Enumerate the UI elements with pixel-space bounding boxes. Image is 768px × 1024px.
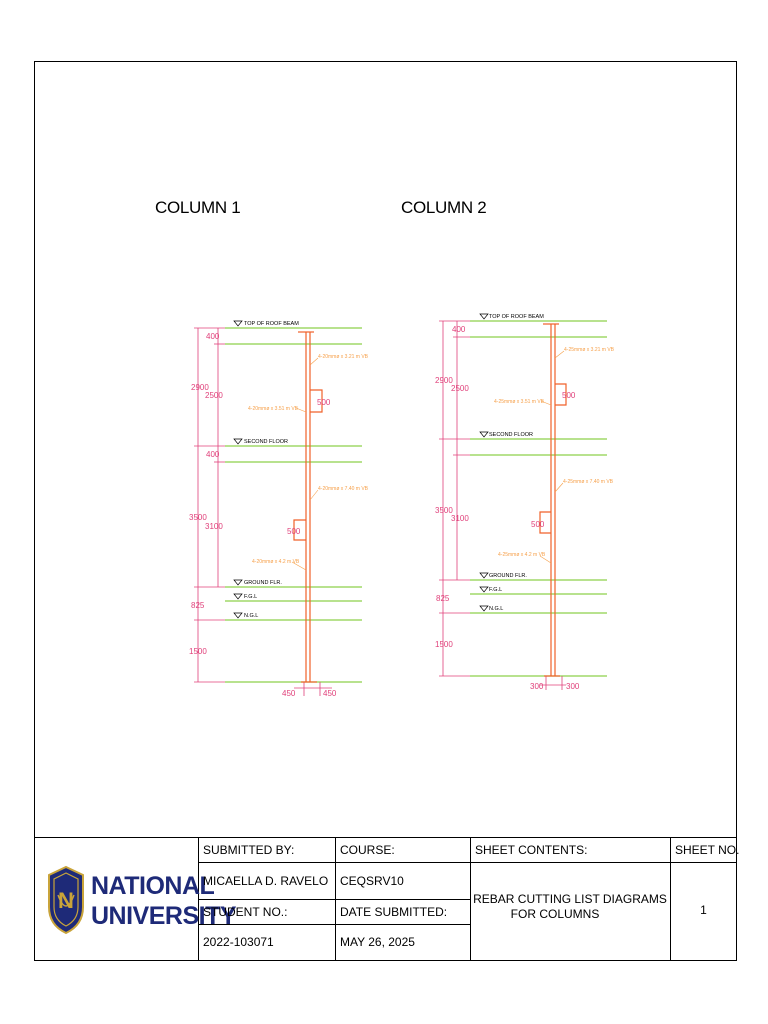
student-no-label: STUDENT NO.: bbox=[203, 905, 288, 919]
c2-bar-2: 4-25mmø x 3.51 m VB bbox=[494, 399, 545, 405]
c2-dim-lower-total: 3500 bbox=[435, 506, 453, 515]
c2-lap-2: 500 bbox=[531, 520, 545, 529]
column-1-diagram: 400 2900 2500 400 3500 3100 825 1500 450… bbox=[189, 320, 369, 698]
c2-level-ngl: N.G.L bbox=[489, 606, 503, 612]
c1-bar-2: 4-20mmø x 3.51 m VB bbox=[248, 406, 299, 412]
c1-dim-top: 400 bbox=[206, 332, 220, 341]
c2-bar-3: 4-25mmø x 7.40 m VB bbox=[563, 479, 614, 485]
sheet-contents-label: SHEET CONTENTS: bbox=[475, 843, 588, 857]
c1-dim-foot: 1500 bbox=[189, 647, 207, 656]
c2-dim-upper-total: 2900 bbox=[435, 376, 453, 385]
c1-bar-3: 4-20mmø x 7.40 m VB bbox=[318, 486, 369, 492]
logo-line-2: UNIVERSITY bbox=[91, 902, 237, 930]
c2-level-roof: TOP OF ROOF BEAM bbox=[489, 314, 544, 320]
c2-bar-4: 4-25mmø x 4.2 m VB bbox=[498, 552, 546, 558]
c1-dim-fgl: 825 bbox=[191, 601, 205, 610]
sheet-no-label: SHEET NO. bbox=[675, 843, 740, 857]
c1-dim-mid: 400 bbox=[206, 450, 220, 459]
submitted-by-value: MICAELLA D. RAVELO bbox=[203, 874, 329, 888]
column-2-title: COLUMN 2 bbox=[401, 198, 487, 217]
column-1-title: COLUMN 1 bbox=[155, 198, 241, 217]
c2-level-second: SECOND FLOOR bbox=[489, 432, 533, 438]
c1-level-ground: GROUND FLR. bbox=[244, 580, 282, 586]
c1-dim-base-left: 450 bbox=[282, 689, 296, 698]
c1-lap-1: 500 bbox=[317, 398, 331, 407]
date-value: MAY 26, 2025 bbox=[340, 935, 415, 949]
c2-dim-base-left: 300 bbox=[530, 682, 544, 691]
c1-dim-lower-clear: 3100 bbox=[205, 522, 223, 531]
c2-bar-1: 4-25mmø x 3.21 m VB bbox=[564, 347, 615, 353]
c2-dim-base-right: 300 bbox=[566, 682, 580, 691]
c1-dim-upper-clear: 2500 bbox=[205, 391, 223, 400]
c2-lap-1: 500 bbox=[562, 391, 576, 400]
column-2-diagram: 400 2900 2500 3500 3100 825 1500 300 300… bbox=[435, 313, 615, 691]
c1-dim-base-right: 450 bbox=[323, 689, 337, 698]
c2-dim-fgl: 825 bbox=[436, 594, 450, 603]
course-label: COURSE: bbox=[340, 843, 395, 857]
date-label: DATE SUBMITTED: bbox=[340, 905, 448, 919]
c1-level-ngl: N.G.L bbox=[244, 613, 258, 619]
drawing-sheet bbox=[34, 61, 737, 961]
c1-level-fgl: F.G.L bbox=[244, 594, 257, 600]
c2-dim-upper-clear: 2500 bbox=[451, 384, 469, 393]
university-seal-icon: N bbox=[48, 865, 84, 935]
submitted-by-label: SUBMITTED BY: bbox=[203, 843, 295, 857]
student-no-value: 2022-103071 bbox=[203, 935, 274, 949]
c1-lap-2: 500 bbox=[287, 527, 301, 536]
c2-dim-top: 400 bbox=[452, 325, 466, 334]
c2-dim-foot: 1500 bbox=[435, 640, 453, 649]
c2-level-ground: GROUND FLR. bbox=[489, 573, 527, 579]
c1-level-roof: TOP OF ROOF BEAM bbox=[244, 321, 299, 327]
sheet-contents-line-2: FOR COLUMNS bbox=[510, 907, 600, 921]
logo-line-1: NATIONAL bbox=[91, 872, 215, 900]
course-value: CEQSRV10 bbox=[340, 874, 404, 888]
c1-bar-4: 4-20mmø x 4.2 m VB bbox=[252, 559, 300, 565]
sheet-no-value: 1 bbox=[700, 903, 707, 917]
c1-dim-upper-total: 2900 bbox=[191, 383, 209, 392]
c1-bar-1: 4-20mmø x 3.21 m VB bbox=[318, 354, 369, 360]
c1-dim-lower-total: 3500 bbox=[189, 513, 207, 522]
c2-level-fgl: F.G.L bbox=[489, 587, 502, 593]
c2-dim-lower-clear: 3100 bbox=[451, 514, 469, 523]
sheet-contents-line-1: REBAR CUTTING LIST DIAGRAMS bbox=[473, 892, 667, 906]
svg-text:N: N bbox=[58, 888, 74, 913]
c1-level-second: SECOND FLOOR bbox=[244, 439, 288, 445]
